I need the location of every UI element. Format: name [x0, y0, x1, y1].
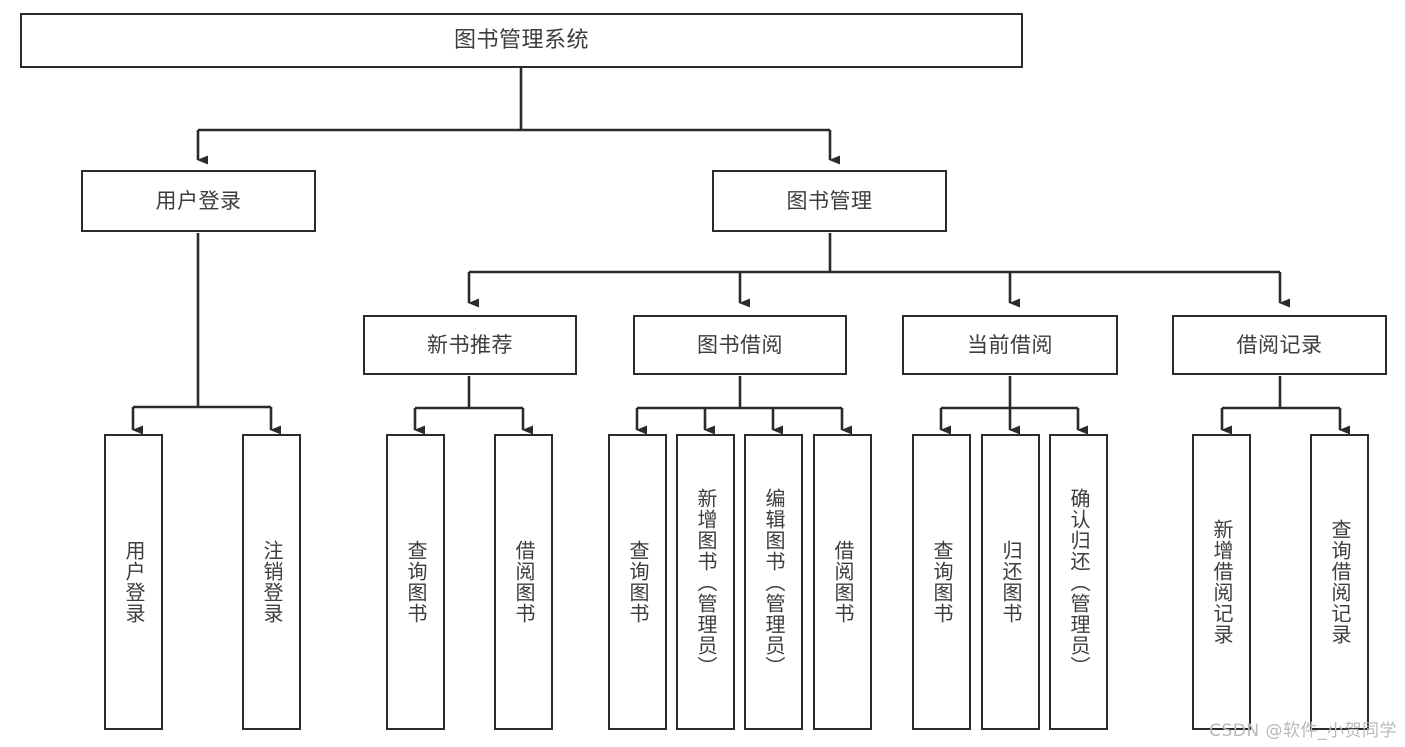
node-leaf-query-borrow-record[interactable]: 查询借阅记录 [1310, 434, 1369, 730]
node-leaf-query-book-2-label: 查询图书 [626, 540, 650, 624]
node-leaf-return-book[interactable]: 归还图书 [981, 434, 1040, 730]
node-book-management-label: 图书管理 [786, 188, 873, 213]
edges-user-login-to-leaves [131, 233, 281, 435]
edges-new-book-recommend-to-leaves [413, 376, 533, 435]
node-leaf-borrow-book-1[interactable]: 借阅图书 [494, 434, 553, 730]
node-leaf-add-borrow-record[interactable]: 新增借阅记录 [1192, 434, 1251, 730]
node-leaf-borrow-book-1-label: 借阅图书 [512, 540, 536, 624]
node-leaf-borrow-book-2[interactable]: 借阅图书 [813, 434, 872, 730]
node-leaf-query-book-3[interactable]: 查询图书 [912, 434, 971, 730]
node-leaf-query-book-1[interactable]: 查询图书 [386, 434, 445, 730]
node-leaf-confirm-return[interactable]: 确认归还（管理员） [1049, 434, 1108, 730]
node-leaf-return-book-label: 归还图书 [999, 540, 1023, 624]
node-leaf-query-borrow-record-label: 查询借阅记录 [1328, 519, 1352, 645]
node-new-book-recommend-label: 新书推荐 [427, 332, 513, 357]
edges-root-to-level2 [196, 68, 840, 165]
node-user-login[interactable]: 用户登录 [81, 170, 316, 232]
edges-book-borrow-to-leaves [635, 376, 852, 435]
node-leaf-query-book-2[interactable]: 查询图书 [608, 434, 667, 730]
node-leaf-user-login[interactable]: 用户登录 [104, 434, 163, 730]
node-new-book-recommend[interactable]: 新书推荐 [363, 315, 577, 375]
node-root-system-label: 图书管理系统 [453, 27, 589, 53]
node-borrow-record-label: 借阅记录 [1236, 332, 1323, 357]
node-root-system[interactable]: 图书管理系统 [20, 13, 1023, 68]
node-leaf-add-borrow-record-label: 新增借阅记录 [1210, 519, 1234, 645]
node-leaf-add-book[interactable]: 新增图书（管理员） [676, 434, 735, 730]
csdn-watermark: CSDN @软件_小贺同学 [1209, 721, 1397, 741]
node-book-borrow[interactable]: 图书借阅 [633, 315, 847, 375]
node-leaf-edit-book[interactable]: 编辑图书（管理员） [744, 434, 803, 730]
node-leaf-query-book-1-label: 查询图书 [404, 540, 428, 624]
edges-borrow-record-to-leaves [1220, 376, 1350, 435]
node-leaf-edit-book-label: 编辑图书（管理员） [762, 487, 786, 677]
node-leaf-user-login-label: 用户登录 [122, 540, 146, 624]
node-leaf-logout-login[interactable]: 注销登录 [242, 434, 301, 730]
node-leaf-add-book-label: 新增图书（管理员） [694, 487, 718, 677]
node-leaf-query-book-3-label: 查询图书 [930, 540, 954, 624]
node-borrow-record[interactable]: 借阅记录 [1172, 315, 1387, 375]
edges-book-management-to-level3 [467, 233, 1290, 308]
node-current-borrow[interactable]: 当前借阅 [902, 315, 1118, 375]
node-leaf-confirm-return-label: 确认归还（管理员） [1067, 487, 1091, 677]
node-book-borrow-label: 图书借阅 [697, 332, 783, 357]
node-book-management[interactable]: 图书管理 [712, 170, 947, 232]
node-current-borrow-label: 当前借阅 [967, 332, 1053, 357]
node-leaf-logout-login-label: 注销登录 [260, 540, 284, 624]
node-leaf-borrow-book-2-label: 借阅图书 [831, 540, 855, 624]
node-user-login-label: 用户登录 [155, 188, 242, 213]
edges-current-borrow-to-leaves [939, 376, 1088, 435]
